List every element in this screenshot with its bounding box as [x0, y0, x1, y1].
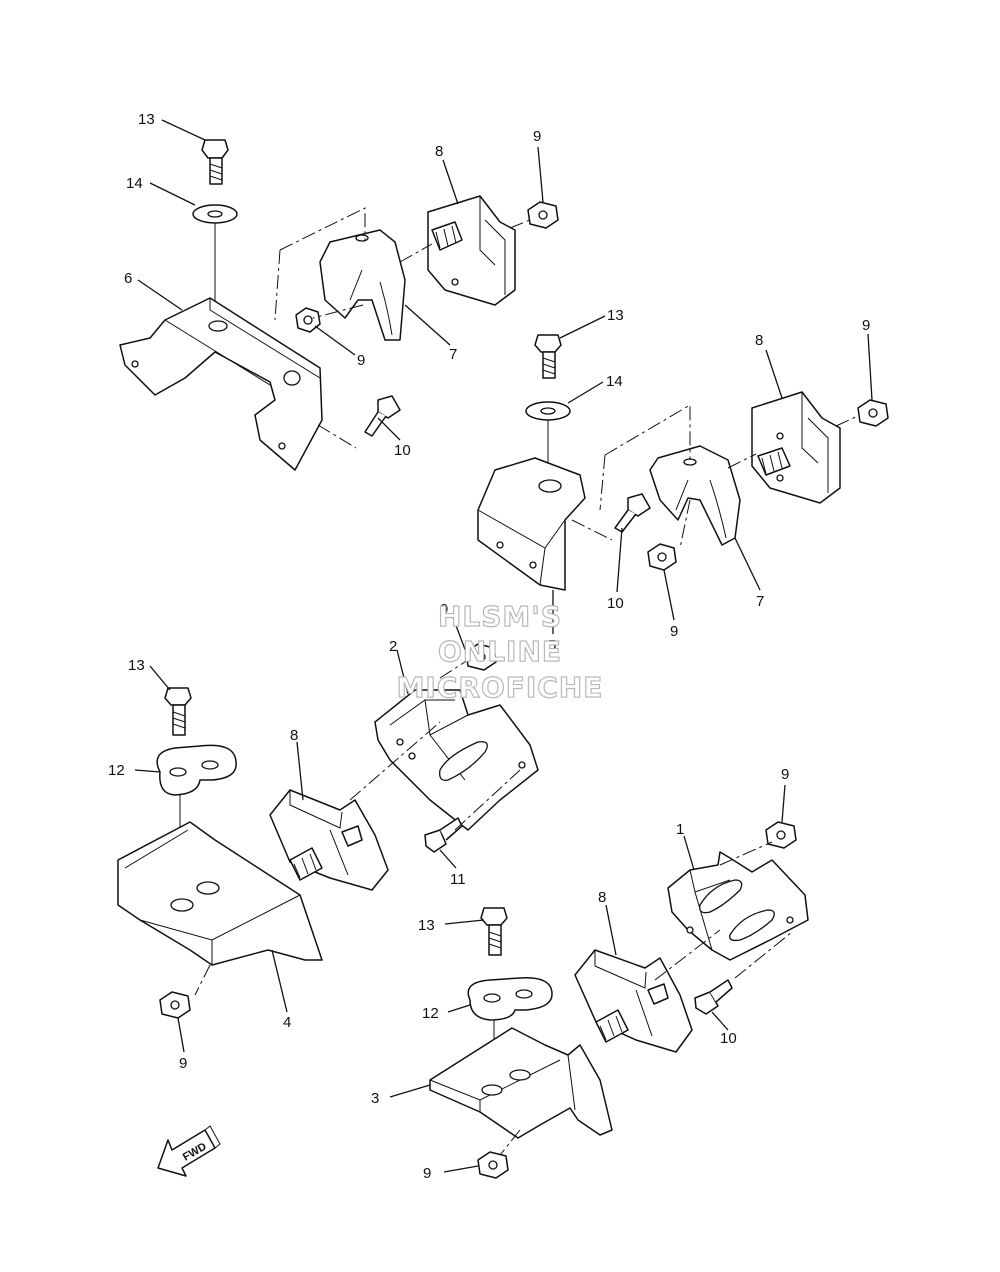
- svg-text:HLSM'S: HLSM'S: [438, 600, 562, 633]
- callout-10: 10: [720, 1030, 737, 1047]
- callout-2: 2: [389, 638, 397, 655]
- bottom-right-assembly: [429, 821, 809, 1179]
- callout-7: 7: [449, 346, 457, 363]
- watermark: HLSM'S ONLINE MICROFICHE: [396, 599, 604, 704]
- callout-11: 11: [450, 871, 466, 888]
- mount-part-7: [319, 229, 406, 341]
- plate-part-12: [156, 744, 237, 796]
- nut-part-9-bl-bottom: [159, 991, 191, 1019]
- nut-part-9-tr-lower: [647, 543, 677, 571]
- callout-9: 9: [670, 623, 678, 640]
- callout-8: 8: [598, 889, 606, 906]
- callout-9: 9: [179, 1055, 187, 1072]
- callout-13: 13: [128, 657, 145, 674]
- callout-8: 8: [290, 727, 298, 744]
- svg-text:ONLINE: ONLINE: [438, 635, 562, 668]
- callout-3: 3: [371, 1090, 379, 1107]
- callout-9: 9: [862, 317, 870, 334]
- callout-labels: 13 14 6 8 9 9 7 10 13 14 8 9 10 9 7 5 13…: [108, 111, 870, 1182]
- bolt-part-13-tr: [534, 334, 562, 379]
- callout-14: 14: [126, 175, 143, 192]
- callout-8: 8: [755, 332, 763, 349]
- nut-part-9-tr: [857, 399, 889, 427]
- rubber-mount-part-8-br: [574, 949, 693, 1053]
- callout-10: 10: [607, 595, 624, 612]
- bracket-part-5: [477, 457, 586, 591]
- bracket-part-6: [119, 297, 323, 471]
- callout-14: 14: [606, 373, 623, 390]
- bracket-part-3: [429, 1027, 613, 1139]
- callout-13: 13: [138, 111, 155, 128]
- svg-text:MICROFICHE: MICROFICHE: [397, 671, 604, 704]
- callout-9: 9: [781, 766, 789, 783]
- bolt-part-13-bl: [164, 687, 192, 736]
- plate-part-12-br: [467, 977, 553, 1021]
- callout-9: 9: [423, 1165, 431, 1182]
- callout-9: 9: [440, 601, 448, 618]
- nut-part-9-br-top: [765, 821, 797, 849]
- bolt-part-13-br: [480, 907, 508, 956]
- nut-part-9-br-bottom: [477, 1151, 509, 1179]
- callout-12: 12: [108, 762, 125, 779]
- fwd-arrow-icon: FWD: [157, 1125, 221, 1177]
- bottom-left-assembly: [117, 643, 539, 1019]
- callout-9: 9: [533, 128, 541, 145]
- bolt-part-10: [364, 395, 401, 437]
- callout-12: 12: [422, 1005, 439, 1022]
- bracket-part-2: [374, 689, 539, 831]
- callout-8: 8: [435, 143, 443, 160]
- bracket-part-1: [667, 851, 809, 961]
- bracket-part-4: [117, 821, 323, 966]
- callout-13: 13: [418, 917, 435, 934]
- mount-part-7-tr: [649, 445, 741, 546]
- callout-7: 7: [756, 593, 764, 610]
- bolt-part-10-tr: [614, 493, 651, 533]
- rubber-mount-part-8-tr: [751, 391, 841, 504]
- callout-1: 1: [676, 821, 684, 838]
- nut-part-9: [295, 307, 321, 333]
- callout-9: 9: [357, 352, 365, 369]
- bolt-part-10-br: [694, 979, 733, 1015]
- nut-part-9-right: [527, 201, 559, 229]
- leader-lines: [134, 119, 873, 1173]
- rubber-mount-part-8: [427, 195, 516, 306]
- callout-5: 5: [548, 637, 556, 654]
- callout-6: 6: [124, 270, 132, 287]
- rubber-mount-part-8-bl: [269, 789, 389, 891]
- top-left-assembly: [119, 139, 559, 471]
- bolt-part-13: [201, 139, 229, 185]
- top-right-assembly: [477, 334, 889, 591]
- callout-13: 13: [607, 307, 624, 324]
- bolt-part-11: [424, 817, 463, 853]
- nut-part-9-bl-top: [465, 643, 497, 671]
- callout-4: 4: [283, 1014, 291, 1031]
- callout-10: 10: [394, 442, 411, 459]
